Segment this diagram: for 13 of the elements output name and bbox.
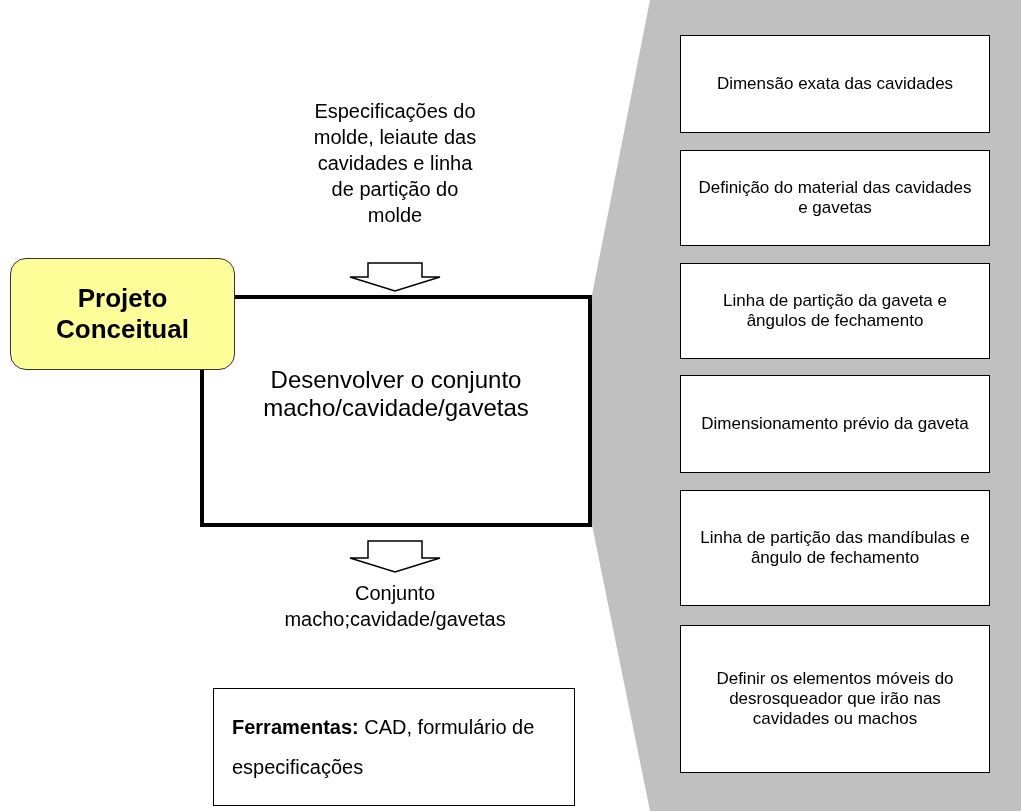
step-box: Definir os elementos móveis do desrosqueador que irão nas cavidades ou machos xyxy=(680,625,990,773)
block-arrow xyxy=(349,540,441,573)
phase-box: Projeto Conceitual xyxy=(10,258,235,370)
output-text: Conjunto macho;cavidade/gavetas xyxy=(283,580,507,632)
block-arrow xyxy=(349,262,441,292)
input-text: Especificações do molde, leiaute das cavidades e linha de partição do molde xyxy=(312,98,478,228)
step-box: Linha de partição da gaveta e ângulos de fechamento xyxy=(680,263,990,359)
step-box: Dimensionamento prévio da gaveta xyxy=(680,375,990,473)
step-box: Definição do material das cavidades e gavetas xyxy=(680,150,990,246)
step-box: Linha de partição das mandíbulas e ângulo de fechamento xyxy=(680,490,990,606)
step-box: Dimensão exata das cavidades xyxy=(680,35,990,133)
tools-box: Ferramentas: CAD, formulário de especificações xyxy=(213,688,575,806)
process-box: Desenvolver o conjunto macho/cavidade/gavetas xyxy=(200,295,592,527)
